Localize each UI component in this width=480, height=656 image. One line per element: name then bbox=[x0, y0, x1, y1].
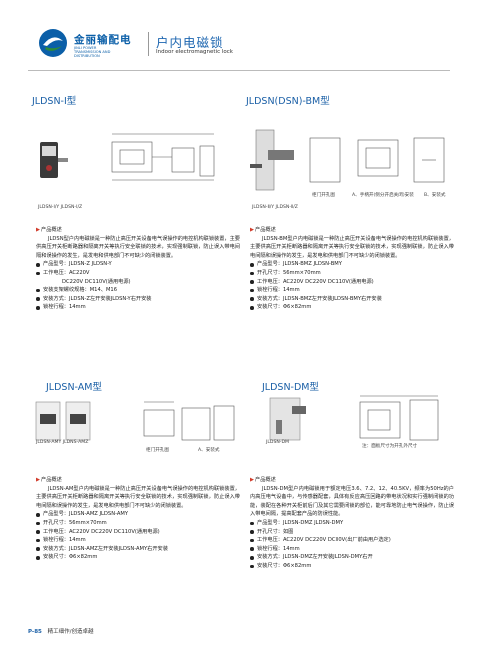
spec-item: 锁栓行程：14mm bbox=[36, 536, 240, 545]
spec-item: 工作电压：AC220V DC220V DC110V(通用电源) bbox=[250, 278, 454, 287]
spec-item: 开孔尺寸：56mm×70mm bbox=[36, 519, 240, 528]
bullet-arrow-icon: ▶ bbox=[250, 477, 254, 483]
spec-item: 安装方式：JLDSN-AMZ左开安装JLDSN-AMY右开安装 bbox=[36, 545, 240, 554]
product-photo-i bbox=[40, 142, 68, 178]
text-block-am: ▶产品概述 JLDSN-AM型户内电磁锁是一种防止高压开关设备电气误操作的电控机… bbox=[36, 476, 240, 562]
spec-item: 安装尺寸：Φ6×82mm bbox=[250, 562, 454, 571]
spec-item: 开孔尺寸：56mm×70mm bbox=[250, 269, 454, 278]
caption-dm: JLDSN-DM bbox=[266, 440, 289, 445]
caption-bm: JLDSN-Ⅱ/Y JLDSN-Ⅱ/Z bbox=[252, 205, 298, 210]
spec-item: 产品型号：JLDSN-Z JLDSN-Y bbox=[36, 260, 240, 269]
spec-item: 开孔尺寸：如图 bbox=[250, 528, 454, 537]
section-title-am: JLDSN-AM型 bbox=[46, 382, 102, 393]
product-photo-am bbox=[35, 401, 91, 441]
drawing-am bbox=[143, 401, 235, 441]
figure-jldsn-bm bbox=[250, 129, 445, 191]
bullet-arrow-icon: ▶ bbox=[36, 477, 40, 483]
brand-name-en: JINLI POWER TRANSMISSION AND DISTRIBUTIO… bbox=[74, 46, 111, 59]
overview-heading-bm: ▶产品概述 bbox=[250, 227, 276, 233]
spec-item: DC220V DC110V(通用电源) bbox=[62, 278, 131, 285]
bullet-arrow-icon: ▶ bbox=[36, 227, 40, 233]
intro-am: JLDSN-AM型户内电磁锁是一种防止高压开关设备电气误操作的电控机构联锁装置，… bbox=[36, 485, 240, 509]
spec-item: 安装尺寸：Φ6×82mm bbox=[36, 553, 240, 562]
spec-item: 产品型号：JLDSN-DMZ JLDSN-DMY bbox=[250, 519, 454, 528]
drawing-i bbox=[111, 133, 215, 181]
figure-jldsn-i bbox=[40, 133, 215, 181]
spec-list-dm: 产品型号：JLDSN-DMZ JLDSN-DMY 开孔尺寸：如图 工作电压：AC… bbox=[250, 519, 454, 571]
section-title-bm: JLDSN(DSN)-BM型 bbox=[246, 96, 330, 107]
overview-heading-dm: ▶产品概述 bbox=[250, 477, 276, 483]
spec-item: 产品型号：JLDSN-AMZ JLDSN-AMY bbox=[36, 510, 240, 519]
caption-bm-cutout: 柜门开孔图 bbox=[312, 193, 335, 198]
spec-list-am: 产品型号：JLDSN-AMZ JLDSN-AMY 开孔尺寸：56mm×70mm … bbox=[36, 510, 240, 562]
spec-item: 安装方式：JLDSN-DMZ左开安装JLDSN-DMY右开 bbox=[250, 553, 454, 562]
overview-heading-i: ▶产品概述 bbox=[36, 227, 62, 233]
header-divider bbox=[148, 32, 149, 56]
brand-name: 金丽输配电 bbox=[74, 34, 132, 46]
spec-list-i: 产品型号：JLDSN-Z JLDSN-Y 工作电压：AC220V DC220V … bbox=[36, 260, 240, 312]
drawing-dm bbox=[359, 395, 439, 441]
section-title-dm: JLDSN-DM型 bbox=[262, 382, 319, 393]
page-title: 户内电磁锁 bbox=[156, 35, 224, 50]
figure-jldsn-dm bbox=[269, 395, 439, 441]
page-subtitle: Indoor electromagnetic lock bbox=[156, 49, 233, 55]
spec-item: 安装方式：JLDSN-BMZ左开安装JLDSN-BMY右开安装 bbox=[250, 295, 454, 304]
spec-item: 锁栓行程：14mm bbox=[250, 286, 454, 295]
spec-item: 安装尺寸：Φ6×82mm bbox=[250, 303, 454, 312]
intro-i: JLDSN型户内电磁锁是一种防止高压开关设备电气误操作的电控机构联锁装置，主要供… bbox=[36, 235, 240, 259]
spec-item: 锁栓行程：14mm bbox=[250, 545, 454, 554]
spec-item: 工作电压：AC220V DC220V DC110V(通用电源) bbox=[36, 528, 240, 537]
caption-bm-b: B、安装式 bbox=[424, 193, 446, 198]
product-photo-dm bbox=[269, 397, 306, 441]
caption-bm-a: A、手柄开(侧分开启关闭)安装 bbox=[352, 193, 414, 198]
intro-dm: JLDSN-DM型户内电磁锁用于额定电压3.6、7.2、12、40.5KV，频率… bbox=[250, 485, 454, 518]
spec-item: 产品型号：JLDSN-BMZ JLDSN-BMY bbox=[250, 260, 454, 269]
text-block-dm: ▶产品概述 JLDSN-DM型户内电磁锁用于额定电压3.6、7.2、12、40.… bbox=[250, 476, 454, 571]
page-footer: P-85 精工细作/创造卓越 bbox=[28, 627, 93, 635]
caption-am-cutout: 柜门开孔图 bbox=[146, 448, 169, 453]
drawing-bm bbox=[309, 137, 445, 183]
figure-jldsn-am bbox=[35, 401, 235, 441]
product-photo-bm bbox=[250, 129, 294, 191]
overview-heading-am: ▶产品概述 bbox=[36, 477, 62, 483]
intro-bm: JLDSN-BM型户内电磁锁是一种防止高压开关设备电气误操作的电控机构联锁装置，… bbox=[250, 235, 454, 259]
spec-list-bm: 产品型号：JLDSN-BMZ JLDSN-BMY 开孔尺寸：56mm×70mm … bbox=[250, 260, 454, 312]
brand-logo-icon bbox=[39, 29, 67, 57]
header-rule bbox=[28, 70, 450, 71]
spec-item: 工作电压：AC220V bbox=[36, 269, 240, 278]
section-title-i: JLDSN-Ⅰ型 bbox=[32, 96, 77, 107]
caption-dm-note: 注：面板尺寸为开孔外尺寸 bbox=[362, 444, 418, 449]
spec-item: 安装支架螺纹规格：M14、M16 bbox=[36, 286, 240, 295]
caption-am: JLDSN-AMY JLDNS-AMZ bbox=[36, 440, 89, 445]
spec-item: 锁栓行程：14mm bbox=[36, 303, 240, 312]
text-block-i: ▶产品概述 JLDSN型户内电磁锁是一种防止高压开关设备电气误操作的电控机构联锁… bbox=[36, 226, 240, 312]
footer-slogan: 精工细作/创造卓越 bbox=[47, 629, 94, 635]
text-block-bm: ▶产品概述 JLDSN-BM型户内电磁锁是一种防止高压开关设备电气误操作的电控机… bbox=[250, 226, 454, 312]
page-header: 金丽输配电 JINLI POWER TRANSMISSION AND DISTR… bbox=[28, 24, 458, 68]
page-number: P-85 bbox=[28, 629, 42, 635]
bullet-arrow-icon: ▶ bbox=[250, 227, 254, 233]
spec-item: 工作电压：AC220V DC220V DCll0V(出厂前由用户选定) bbox=[250, 536, 454, 545]
spec-item: 安装方式：JLDSN-Z左开安装JLDSN-Y右开安装 bbox=[36, 295, 240, 304]
caption-i: JLDSN-Ⅰ/Y JLDSN-Ⅰ/Z bbox=[38, 205, 83, 210]
caption-am-a: A、安装式 bbox=[198, 448, 220, 453]
